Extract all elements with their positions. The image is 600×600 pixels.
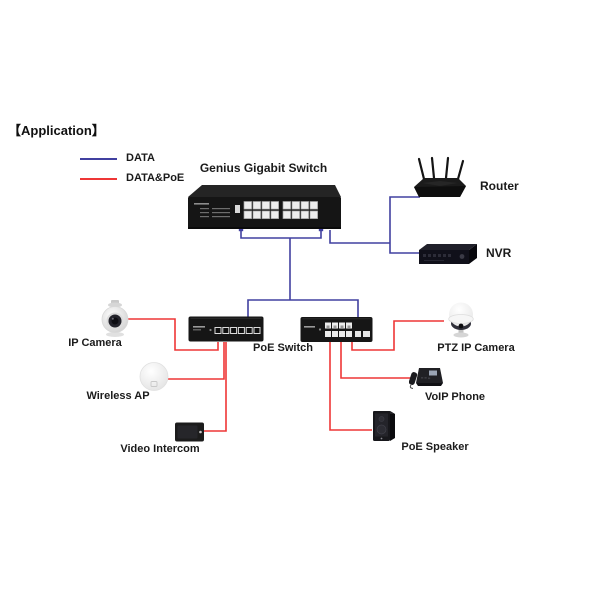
ptz-camera-label: PTZ IP Camera bbox=[437, 342, 515, 354]
wire-data-router-nvr bbox=[389, 196, 420, 254]
poe-switch-label: PoE Switch bbox=[253, 342, 313, 354]
poe-speaker-label: PoE Speaker bbox=[401, 441, 469, 453]
main-switch-label: Genius Gigabit Switch bbox=[199, 161, 328, 175]
nvr-icon bbox=[419, 243, 477, 266]
poe-switch-left-icon bbox=[188, 315, 264, 343]
wire-data_poe-poe_switch_right-ptz_camera bbox=[351, 320, 444, 351]
gigabit-switch-icon bbox=[186, 184, 341, 231]
wire-data_poe-poe_switch_right-poe_speaker bbox=[329, 340, 372, 431]
wire-data-main_switch-downlink-bus bbox=[240, 230, 322, 239]
video-intercom-icon bbox=[175, 422, 204, 442]
voip-phone-label: VoIP Phone bbox=[424, 391, 486, 403]
ip-camera-icon bbox=[98, 300, 132, 338]
ip-camera-label: IP Camera bbox=[68, 337, 122, 349]
wire-data-poe_switch_left-poe_switch_right bbox=[247, 299, 359, 318]
wireless-ap-icon bbox=[139, 361, 169, 393]
data-line-swatch bbox=[80, 158, 117, 160]
wire-data-main_switch-uplink-riser bbox=[329, 230, 390, 244]
nvr-label: NVR bbox=[486, 246, 512, 260]
legend-label-data-poe: DATA&PoE bbox=[126, 172, 185, 184]
wire-data_poe-wireless_ap-poe_switch_left bbox=[166, 342, 225, 380]
wire-data_poe-video_intercom-poe_switch_left bbox=[203, 342, 227, 432]
poe-switch-right-icon bbox=[300, 316, 373, 343]
router-label: Router bbox=[480, 179, 519, 193]
legend-label-data: DATA bbox=[126, 152, 155, 164]
ptz-camera-icon bbox=[443, 300, 479, 339]
router-icon bbox=[412, 156, 468, 200]
video-intercom-label: Video Intercom bbox=[120, 443, 200, 455]
data-poe-line-swatch bbox=[80, 178, 117, 180]
poe-speaker-icon bbox=[371, 409, 397, 444]
page-title: 【Application】 bbox=[8, 123, 105, 138]
wireless-ap-label: Wireless AP bbox=[86, 390, 150, 402]
wire-data_poe-ip_camera-poe_switch_left bbox=[126, 318, 219, 351]
voip-phone-icon bbox=[408, 365, 444, 389]
wire-data_poe-poe_switch_right-voip_phone bbox=[340, 341, 414, 379]
